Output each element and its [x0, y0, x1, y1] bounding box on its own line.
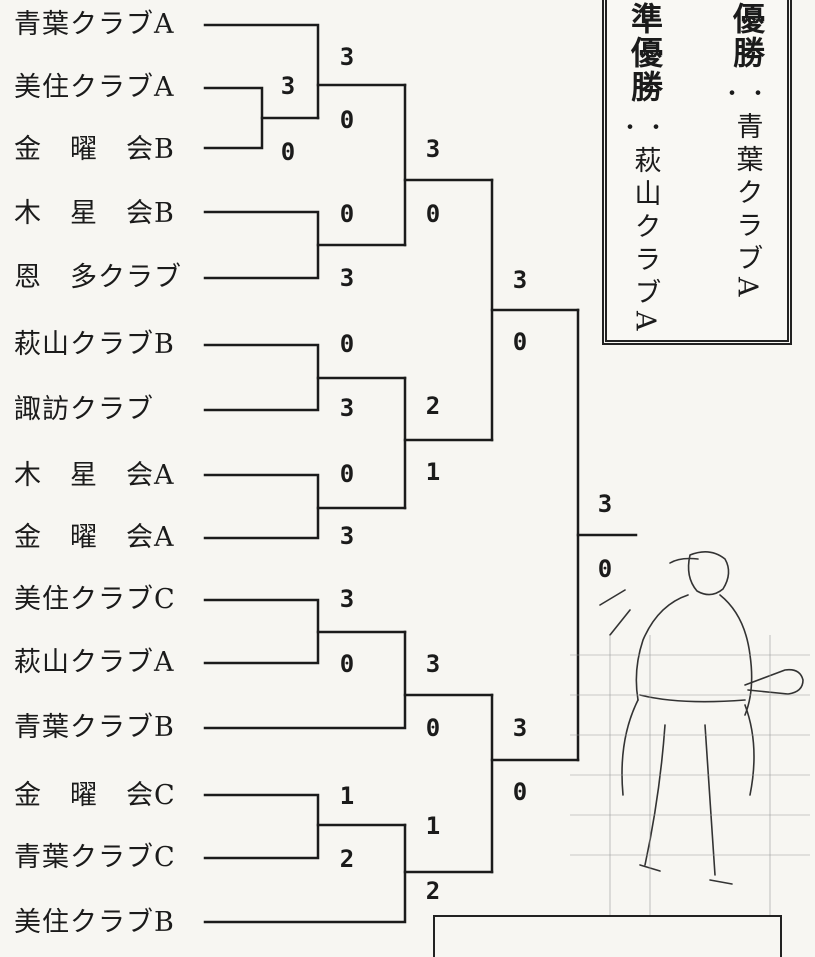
runner-up-dots: ・・ [618, 116, 671, 141]
score-label: 3 [512, 266, 528, 294]
score-label: 3 [339, 585, 355, 613]
score-label: 2 [425, 392, 441, 420]
score-label: 0 [339, 330, 355, 358]
final-score: 0 [597, 555, 613, 583]
team-seiyo-c: 青葉クラブC [14, 842, 176, 873]
score-label: 2 [425, 877, 441, 905]
r2-match-2 [203, 210, 320, 280]
score-label: 1 [425, 458, 441, 486]
score-label: 1 [339, 782, 355, 810]
team-misumi-b: 美住クラブB [14, 907, 175, 938]
team-hagiyama-a: 萩山クラブA [14, 647, 175, 678]
team-mokuseikai-a: 木 星 会A [14, 460, 175, 491]
r3-match-3 [203, 630, 407, 730]
score-label: 3 [339, 264, 355, 292]
champion-label: 優勝 [728, 2, 766, 70]
score-label: 3 [339, 394, 355, 422]
score-label: 0 [339, 106, 355, 134]
notice-box-top-edge [433, 915, 782, 957]
team-onta: 恩 多クラブ [14, 262, 182, 293]
score-label: 3 [512, 714, 528, 742]
r2-match-5 [203, 598, 320, 665]
final-score: 3 [597, 490, 613, 518]
score-label: 3 [339, 522, 355, 550]
team-suwa: 諏訪クラブ [14, 394, 154, 425]
team-seiyo-b: 青葉クラブB [14, 712, 175, 743]
result-box: 準優勝 ・・ 萩山クラブA 優勝 ・・ 青葉クラブA [602, 0, 792, 345]
runner-up-label: 準優勝 [626, 2, 664, 104]
score-label: 0 [280, 138, 296, 166]
score-label: 0 [339, 200, 355, 228]
team-misumi-c: 美住クラブC [14, 584, 176, 615]
score-label: 0 [425, 714, 441, 742]
score-label: 0 [339, 460, 355, 488]
team-kinyokai-c: 金 曜 会C [14, 780, 176, 811]
team-hagiyama-b: 萩山クラブB [14, 329, 175, 360]
r2-match-4 [203, 473, 320, 540]
score-label: 3 [280, 72, 296, 100]
score-label: 2 [339, 845, 355, 873]
tennis-player-illustration [570, 551, 810, 915]
score-label: 0 [339, 650, 355, 678]
r2-match-6 [203, 793, 320, 860]
r1-match-1 [203, 86, 264, 150]
score-label: 3 [425, 135, 441, 163]
score-label: 1 [425, 812, 441, 840]
r3-match-4 [203, 823, 407, 924]
runner-up-team: 萩山クラブA [629, 146, 661, 337]
team-kinyokai-a: 金 曜 会A [14, 522, 175, 553]
score-label: 0 [425, 200, 441, 228]
score-label: 0 [512, 778, 528, 806]
team-kinyokai-b: 金 曜 会B [14, 134, 175, 165]
champion-dots: ・・ [720, 82, 773, 107]
runner-up-column: 準優勝 ・・ 萩山クラブA [615, 2, 675, 341]
team-misumi-a: 美住クラブA [14, 72, 175, 103]
score-label: 0 [512, 328, 528, 356]
champion-team: 青葉クラブA [731, 112, 763, 303]
team-mokuseikai-b: 木 星 会B [14, 198, 175, 229]
champion-column: 優勝 ・・ 青葉クラブA [717, 2, 777, 307]
score-label: 3 [339, 43, 355, 71]
team-seiyo-a: 青葉クラブA [14, 9, 175, 40]
r2-match-3 [203, 343, 320, 412]
r2-match-1 [203, 23, 320, 120]
score-label: 3 [425, 650, 441, 678]
